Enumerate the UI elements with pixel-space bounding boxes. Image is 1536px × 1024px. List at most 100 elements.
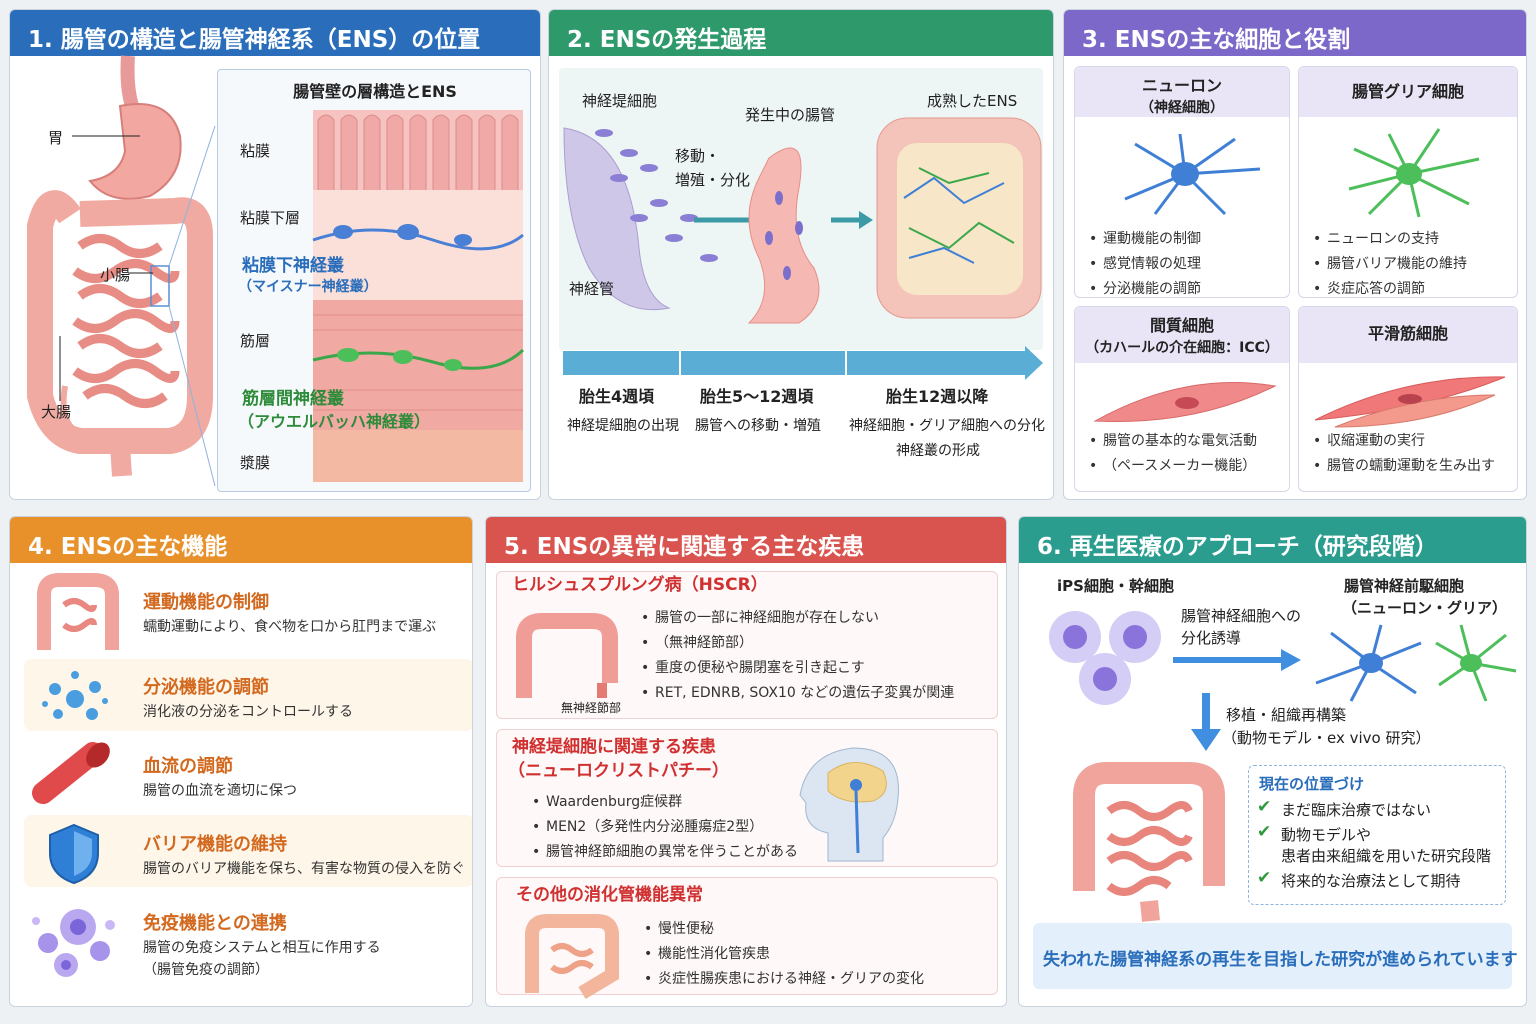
neurocristopathy-examples: Waardenburg症候群 MEN2（多発性内分泌腫瘍症2型） 腸管神経節細胞… xyxy=(532,790,798,865)
panel-6-title: 6. 再生医療のアプローチ（研究段階） xyxy=(1019,517,1526,563)
function-5-title: 免疫機能との連携 xyxy=(143,913,287,934)
label-mature-ens: 成熟したENS xyxy=(927,92,1018,110)
wall-layers-illustration xyxy=(312,110,525,482)
layer-muscularis: 筋層 xyxy=(240,332,271,350)
other-disorders: 慢性便秘 機能性消化管疾患 炎症性腸疾患における神経・グリアの変化 xyxy=(644,917,924,992)
function-5-desc-2: （腸管免疫の調節） xyxy=(143,962,269,978)
glia-roles: ニューロンの支持 腸管バリア機能の維持 炎症応答の調節 xyxy=(1313,227,1467,297)
footer-banner xyxy=(1033,923,1512,989)
function-4-desc: 腸管のバリア機能を保ち、有害な物質の侵入を防ぐ xyxy=(143,861,465,877)
transplant-arrow xyxy=(1191,693,1221,751)
status-box xyxy=(1248,765,1506,905)
stage-1-desc: 神経堤細胞の出現 xyxy=(567,418,679,434)
function-2-desc: 消化液の分泌をコントロールする xyxy=(143,704,353,720)
reconstructed-intestine-icon xyxy=(1073,762,1225,922)
function-2-bg xyxy=(24,659,472,731)
label-neural-crest-cells: 神経堤細胞 xyxy=(582,92,658,110)
neuron-role: 分泌機能の調節 xyxy=(1089,277,1201,297)
neuron-role: 感覚情報の処理 xyxy=(1089,252,1201,277)
function-3-desc: 腸管の血流を適切に保つ xyxy=(143,783,297,799)
label-transplant-1: 移植・組織再構築 xyxy=(1226,706,1347,724)
card-glia-title: 腸管グリア細胞 xyxy=(1299,67,1517,117)
panel-1-title: 1. 腸管の構造と腸管神経系（ENS）の位置 xyxy=(10,10,540,56)
label-induce-2: 分化誘導 xyxy=(1181,629,1242,647)
appendix xyxy=(60,385,75,431)
status-item-2: 動物モデルや xyxy=(1281,826,1372,844)
function-1-title: 運動機能の制御 xyxy=(143,592,269,613)
label-precursor-2: （ニューロン・グリア） xyxy=(1342,599,1508,617)
card-neuron: ニューロン（神経細胞） 運動機能の制御 感覚情報の処理 分泌機能の調節 xyxy=(1074,66,1290,298)
panel-ens-diseases: 5. ENSの異常に関連する主な疾患 ヒルシュスプルング病（HSCR） 無神経節… xyxy=(485,516,1007,1007)
immune-cells-icon xyxy=(32,909,115,977)
inset-title: 腸管壁の層構造とENS xyxy=(293,82,457,101)
check-icon: ✔ xyxy=(1257,797,1272,817)
label-small-intestine: 小腸 xyxy=(100,266,131,284)
label-large-intestine: 大腸 xyxy=(41,403,72,421)
hscr-fact: RET, EDNRB, SOX10 などの遺伝子変異が関連 xyxy=(641,681,954,706)
panel-4-title: 4. ENSの主な機能 xyxy=(10,517,472,563)
footer-message: 失われた腸管神経系の再生を目指した研究が進められています xyxy=(1043,950,1518,970)
layer-mucosa: 粘膜 xyxy=(240,142,271,160)
hscr-fact: 重度の便秘や腸閉塞を引き起こす xyxy=(641,656,954,681)
panel-5-title: 5. ENSの異常に関連する主な疾患 xyxy=(486,517,1006,563)
label-migrate-2: 増殖・分化 xyxy=(675,171,751,189)
precursor-cells-icon xyxy=(1315,624,1517,702)
check-icon: ✔ xyxy=(1257,822,1272,842)
smooth-muscle-roles: 収縮運動の実行 腸管の蠕動運動を生み出す xyxy=(1313,429,1495,479)
rectum xyxy=(110,445,132,477)
stage-3-desc-1: 神経細胞・グリア細胞への分化 xyxy=(849,418,1045,434)
inset-marker xyxy=(150,265,170,307)
head-brain-icon xyxy=(799,747,899,862)
other-disorder: 機能性消化管疾患 xyxy=(644,942,924,967)
neurocristopathy-title-1: 神経堤細胞に関連する疾患 xyxy=(512,737,716,757)
icc-roles: 腸管の基本的な電気活動 （ペースメーカー機能） xyxy=(1089,429,1257,479)
panel-ens-functions: 4. ENSの主な機能 運動機能の制御 蠕動運動により、食べ物を口から肛門まで運… xyxy=(9,516,473,1007)
card-smooth-muscle: 平滑筋細胞 収縮運動の実行 腸管の蠕動運動を生み出す xyxy=(1298,306,1518,492)
smooth-muscle-icon xyxy=(1314,376,1506,428)
label-induce-1: 腸管神経細胞への xyxy=(1181,607,1302,625)
label-neural-tube: 神経管 xyxy=(569,280,615,298)
status-item-4: 将来的な治療法として期待 xyxy=(1281,872,1461,890)
neurocristopathy-title-2: （ニューロクリストパチー） xyxy=(508,761,729,781)
stomach-shape xyxy=(88,103,182,200)
timeline-arrow xyxy=(563,346,1043,380)
hscr-caption: 無神経節部 xyxy=(561,701,622,715)
icc-role: 腸管の基本的な電気活動 xyxy=(1089,429,1257,454)
esophagus xyxy=(120,55,139,109)
check-icon: ✔ xyxy=(1257,868,1272,888)
submucosal-plexus-name: 粘膜下神経叢 xyxy=(242,256,344,276)
label-stomach: 胃 xyxy=(48,129,64,147)
status-title: 現在の位置づけ xyxy=(1259,775,1365,793)
differentiation-arrow xyxy=(1173,649,1301,671)
panel-ens-structure: 1. 腸管の構造と腸管神経系（ENS）の位置 胃 小腸 大腸 腸管壁の層構造とE… xyxy=(9,9,541,500)
stage-3-desc-2: 神経叢の形成 xyxy=(896,443,980,459)
layer-submucosa: 粘膜下層 xyxy=(240,209,301,227)
card-icc: 間質細胞（カハールの介在細胞：ICC） 腸管の基本的な電気活動 （ペースメーカー… xyxy=(1074,306,1290,492)
intestinal-wall-inset: 腸管壁の層構造とENS 粘膜 粘膜下層 粘膜下神経叢 （マイスナー神経叢） 筋層… xyxy=(217,69,531,492)
intestine-motility-icon xyxy=(37,573,119,650)
label-precursor-1: 腸管神経前駆細胞 xyxy=(1344,577,1465,595)
card-smooth-muscle-title: 平滑筋細胞 xyxy=(1299,307,1517,363)
colon-icon xyxy=(525,914,619,1000)
stage-2-title: 胎生5〜12週頃 xyxy=(700,387,814,406)
other-disorder: 炎症性腸疾患における神経・グリアの変化 xyxy=(644,967,924,992)
status-item-3: 患者由来組織を用いた研究段階 xyxy=(1281,847,1492,865)
shield-icon xyxy=(49,823,99,885)
function-2-title: 分泌機能の調節 xyxy=(143,677,269,698)
neuron-role: 運動機能の制御 xyxy=(1089,227,1201,252)
secretion-icon xyxy=(42,671,108,720)
hscr-fact: （無神経節部） xyxy=(641,631,954,656)
label-transplant-2: （動物モデル・ex vivo 研究） xyxy=(1222,729,1431,747)
stage-1-title: 胎生4週頃 xyxy=(579,387,655,406)
function-5-desc-1: 腸管の免疫システムと相互に作用する xyxy=(143,940,381,956)
layer-serosa: 漿膜 xyxy=(240,454,271,472)
neuron-roles: 運動機能の制御 感覚情報の処理 分泌機能の調節 xyxy=(1089,227,1201,297)
panel-ens-development: 2. ENSの発生過程 神経堤細胞 神経管 移動・ 増殖・分化 発生中の腸管 成… xyxy=(548,9,1054,500)
glia-role: 腸管バリア機能の維持 xyxy=(1313,252,1467,277)
function-4-title: バリア機能の維持 xyxy=(143,834,287,855)
neurocristopathy-example: 腸管神経節細胞の異常を伴うことがある xyxy=(532,840,798,865)
development-illustration xyxy=(563,117,1042,324)
glia-icon xyxy=(1348,128,1480,218)
smooth-muscle-role: 収縮運動の実行 xyxy=(1313,429,1495,454)
label-ips-cells: iPS細胞・幹細胞 xyxy=(1057,577,1174,595)
